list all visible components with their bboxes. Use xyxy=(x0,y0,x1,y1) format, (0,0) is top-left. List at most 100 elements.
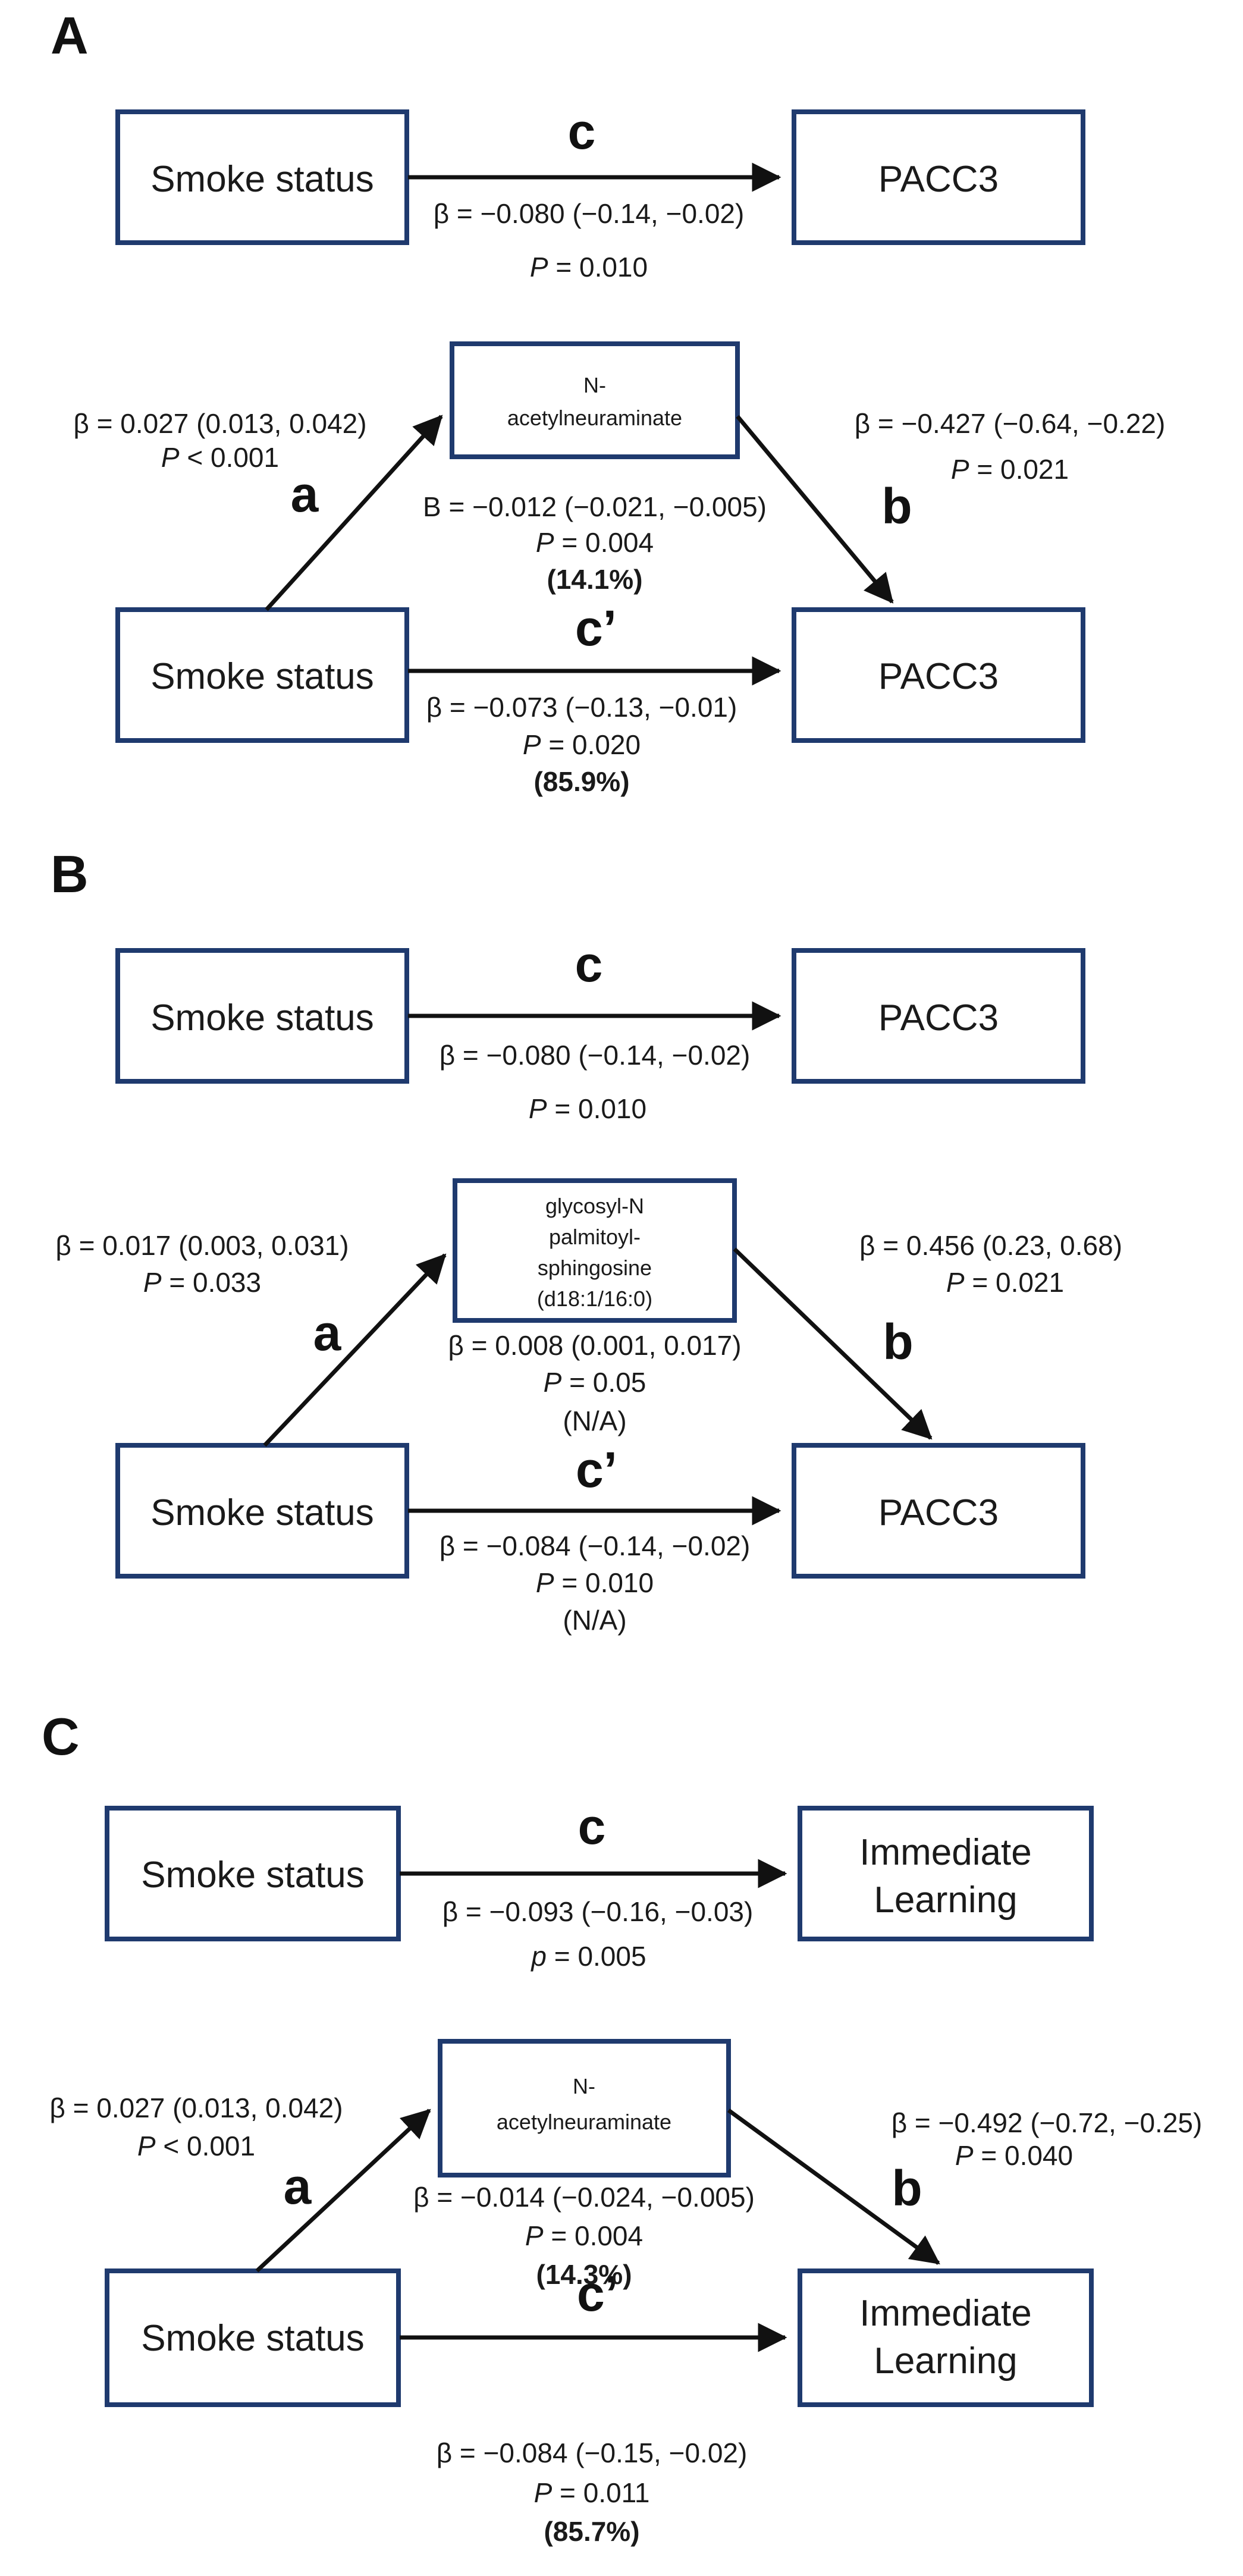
panel-b-label: B xyxy=(51,845,89,903)
panel-a-path-a-beta: β = 0.027 (0.013, 0.042) xyxy=(73,408,366,439)
panel-c-path-c-prime-label: c’ xyxy=(577,2266,619,2321)
panel-b-path-a-label: a xyxy=(313,1305,342,1361)
panel-c-outcome-label-1: Immediate xyxy=(859,2293,1031,2334)
panel-a-indirect-percent: (14.1%) xyxy=(547,564,642,595)
panel-a-exposure-box xyxy=(115,607,409,743)
panel-b-path-c-beta: β = −0.080 (−0.14, −0.02) xyxy=(440,1040,751,1071)
panel-a-label: A xyxy=(51,6,89,65)
panel-a-path-c-label: c xyxy=(568,103,596,159)
panel-b-exposure-label: Smoke status xyxy=(150,1492,374,1533)
panel-a-direct-percent: (85.9%) xyxy=(533,766,629,797)
panel-a-outcome-label: PACC3 xyxy=(878,656,999,697)
panel-c-total-outcome-box xyxy=(798,1806,1094,1941)
panel-c-path-a-arrow xyxy=(255,2109,431,2273)
panel-b-indirect-percent: (N/A) xyxy=(563,1405,626,1436)
panel-b-outcome-label: PACC3 xyxy=(878,1492,999,1533)
panel-c-path-a-beta: β = 0.027 (0.013, 0.042) xyxy=(49,2092,343,2123)
panel-b-mediator-box xyxy=(453,1178,737,1323)
panel-b-path-b-arrow xyxy=(733,1247,933,1440)
panel-b-total-outcome-box xyxy=(792,948,1085,1084)
panel-c-path-b-arrow xyxy=(727,2109,940,2265)
panel-b-mediation: glycosyl-N palmitoyl- sphingosine (d18:1… xyxy=(55,1178,1122,1636)
panel-a: A Smoke status PACC3 c β = −0.080 (−0.14… xyxy=(51,6,1165,797)
panel-c-outcome-box xyxy=(798,2268,1094,2407)
panel-a-path-b-arrow xyxy=(736,415,894,604)
panel-c-direct-percent: (85.7%) xyxy=(544,2516,639,2547)
panel-c-total-effect: Smoke status Immediate Learning c β = −0… xyxy=(105,1799,1094,1972)
panel-b-indirect-p: P = 0.05 xyxy=(544,1367,646,1398)
panel-b-path-b-label: b xyxy=(883,1314,913,1370)
panel-a-indirect-p: P = 0.004 xyxy=(536,527,654,558)
panel-b-exposure-box xyxy=(115,1443,409,1579)
panel-c-direct-beta: β = −0.084 (−0.15, −0.02) xyxy=(437,2437,748,2468)
panel-a-path-a-label: a xyxy=(291,466,319,522)
panel-c-indirect-beta: β = −0.014 (−0.024, −0.005) xyxy=(413,2182,755,2213)
panel-c-path-b-p: P = 0.040 xyxy=(955,2140,1073,2171)
panel-b-total-exposure-label: Smoke status xyxy=(150,997,374,1038)
panel-a-mediation: N- acetylneuraminate Smoke status PACC3 … xyxy=(73,341,1166,797)
panel-c-path-c-p: p = 0.005 xyxy=(530,1941,646,1972)
panel-c-path-a-label: a xyxy=(284,2158,312,2214)
panel-b-mediator-label-3: sphingosine xyxy=(538,1256,652,1280)
panel-a-outcome-box xyxy=(792,607,1085,743)
panel-c-exposure-box xyxy=(105,2268,401,2407)
panel-c-label: C xyxy=(42,1707,80,1766)
panel-a-exposure-label: Smoke status xyxy=(150,656,374,697)
panel-a-total-outcome-box xyxy=(792,109,1085,245)
panel-c-direct-p: P = 0.011 xyxy=(534,2477,650,2508)
panel-b-path-b-beta: β = 0.456 (0.23, 0.68) xyxy=(859,1230,1122,1261)
panel-b: B Smoke status PACC3 c β = −0.080 (−0.14… xyxy=(51,845,1122,1636)
panel-a-total-effect: Smoke status PACC3 c β = −0.080 (−0.14, … xyxy=(115,103,1085,283)
panel-a-mediator-label-2: acetylneuraminate xyxy=(507,406,682,430)
panel-c-total-outcome-label-1: Immediate xyxy=(859,1832,1031,1873)
panel-a-path-a-p: P < 0.001 xyxy=(161,442,279,473)
panel-c-indirect-percent: (14.3%) xyxy=(536,2259,632,2290)
panel-c-outcome-label-2: Learning xyxy=(874,2340,1017,2382)
panel-a-total-exposure-label: Smoke status xyxy=(150,159,374,200)
panel-a-path-b-beta: β = −0.427 (−0.64, −0.22) xyxy=(855,408,1166,439)
panel-c-path-c-beta: β = −0.093 (−0.16, −0.03) xyxy=(442,1896,754,1927)
panel-b-mediator-label-1: glycosyl-N xyxy=(545,1194,644,1218)
panel-a-path-c-prime-label: c’ xyxy=(575,600,617,656)
panel-b-direct-percent: (N/A) xyxy=(563,1605,626,1636)
panel-b-total-effect: Smoke status PACC3 c β = −0.080 (−0.14, … xyxy=(115,936,1085,1124)
panel-b-path-a-beta: β = 0.017 (0.003, 0.031) xyxy=(55,1230,349,1261)
panel-c-mediator-box xyxy=(438,2039,731,2177)
panel-a-path-b-p: P = 0.021 xyxy=(951,454,1069,485)
panel-a-path-a-arrow xyxy=(265,415,443,611)
panel-c-path-b-beta: β = −0.492 (−0.72, −0.25) xyxy=(892,2107,1203,2138)
panel-b-path-a-arrow xyxy=(263,1253,447,1447)
panel-a-path-c-beta: β = −0.080 (−0.14, −0.02) xyxy=(434,198,745,229)
panel-a-mediator-box xyxy=(450,341,740,459)
panel-b-indirect-beta: β = 0.008 (0.001, 0.017) xyxy=(448,1330,741,1361)
panel-b-path-c-prime-label: c’ xyxy=(576,1442,617,1498)
panel-a-total-exposure-box xyxy=(115,109,409,245)
panel-c-total-exposure-box xyxy=(105,1806,401,1941)
panel-b-mediator-label-4: (d18:1/16:0) xyxy=(537,1287,652,1311)
panel-b-direct-p: P = 0.010 xyxy=(536,1567,654,1598)
panel-b-total-exposure-box xyxy=(115,948,409,1084)
panel-b-path-c-label: c xyxy=(575,936,603,992)
panel-a-mediator-label-1: N- xyxy=(583,373,606,397)
panel-c-path-c-label: c xyxy=(578,1799,606,1855)
panel-c-path-a-p: P < 0.001 xyxy=(137,2131,255,2161)
panel-b-total-outcome-label: PACC3 xyxy=(878,997,999,1038)
panel-b-path-b-p: P = 0.021 xyxy=(946,1267,1064,1298)
panel-c-mediator-label-1: N- xyxy=(573,2074,595,2098)
panel-a-direct-beta: β = −0.073 (−0.13, −0.01) xyxy=(426,692,737,723)
panel-c: C Smoke status Immediate Learning c β = … xyxy=(42,1707,1202,2547)
panel-c-exposure-label: Smoke status xyxy=(141,2318,365,2359)
panel-a-indirect-beta: Β = −0.012 (−0.021, −0.005) xyxy=(423,491,767,522)
panel-b-path-a-p: P = 0.033 xyxy=(143,1267,261,1298)
panel-a-path-c-p: P = 0.010 xyxy=(530,252,648,283)
panel-c-mediator-label-2: acetylneuraminate xyxy=(497,2110,671,2134)
panel-b-direct-beta: β = −0.084 (−0.14, −0.02) xyxy=(440,1530,751,1561)
panel-c-path-b-label: b xyxy=(892,2160,922,2216)
panel-b-path-c-p: P = 0.010 xyxy=(529,1093,646,1124)
panel-a-direct-p: P = 0.020 xyxy=(523,729,641,760)
panel-b-mediator-label-2: palmitoyl- xyxy=(549,1225,641,1249)
panel-a-total-outcome-label: PACC3 xyxy=(878,159,999,200)
panel-c-mediation: N- acetylneuraminate Smoke status Immedi… xyxy=(49,2039,1203,2547)
panel-b-outcome-box xyxy=(792,1443,1085,1579)
